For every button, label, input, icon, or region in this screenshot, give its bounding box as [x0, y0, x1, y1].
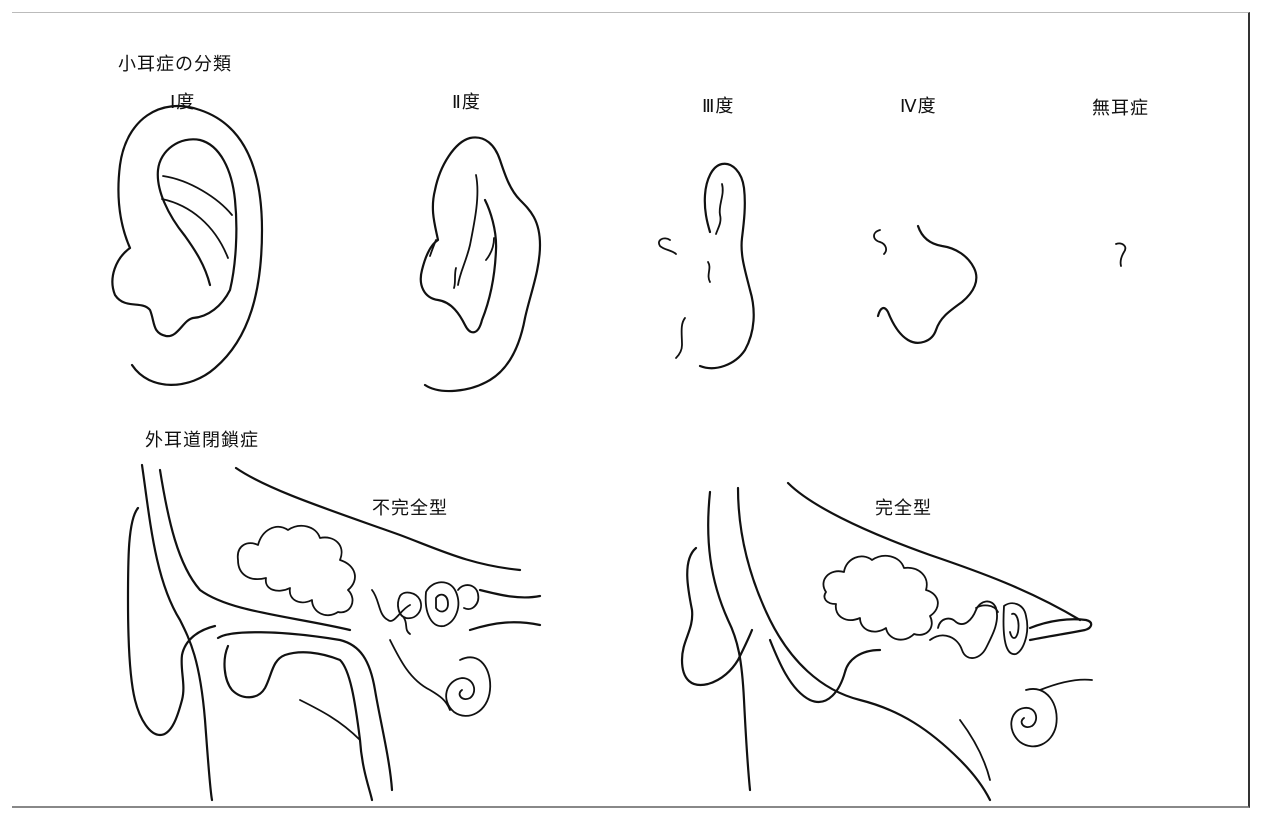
- grade-3-ear-drawing: [659, 164, 754, 368]
- grade-4-ear-drawing: [874, 226, 976, 343]
- anotia-mark: [1116, 243, 1125, 266]
- grade-1-ear-drawing: [112, 106, 262, 385]
- grade-2-ear-drawing: [421, 137, 540, 391]
- complete-atresia-drawing: [682, 483, 1092, 800]
- incomplete-atresia-drawing: [128, 465, 540, 800]
